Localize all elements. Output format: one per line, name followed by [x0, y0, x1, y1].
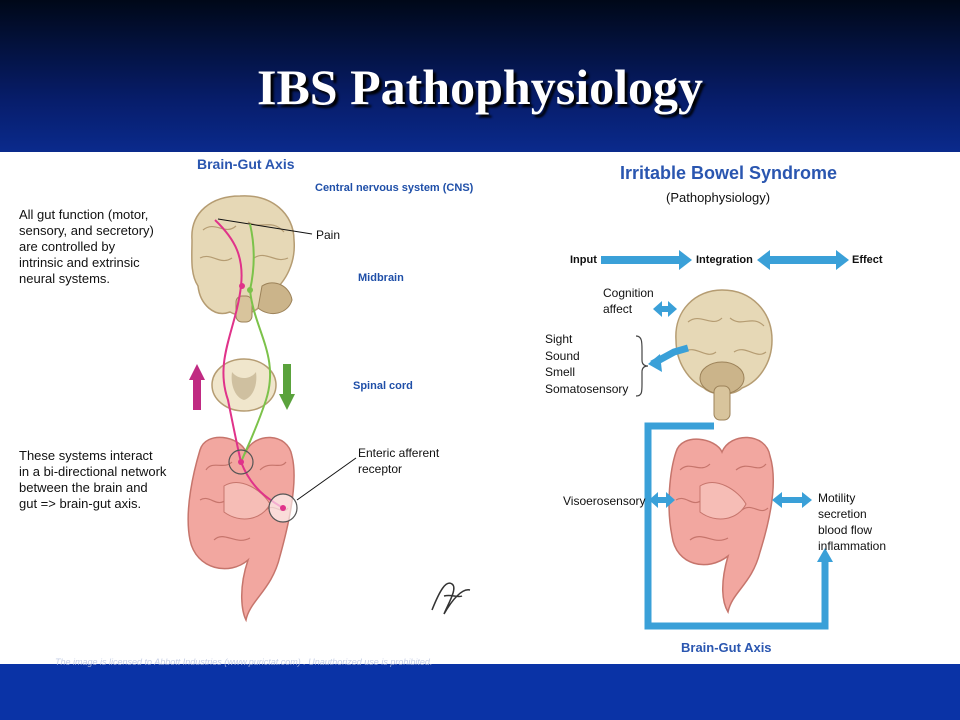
right-subheading: (Pathophysiology)	[666, 190, 771, 205]
right-colon-illustration	[668, 436, 775, 615]
descending-arrow-icon	[279, 364, 295, 410]
pain-label: Pain	[316, 228, 341, 242]
input-integration-arrow	[601, 250, 692, 270]
artist-signature	[431, 582, 471, 615]
slide-title: IBS Pathophysiology	[257, 59, 703, 115]
flow-effect-label: Effect	[852, 254, 883, 266]
brain-gut-loop	[644, 422, 829, 630]
cognition-line: Cognition	[603, 286, 654, 300]
description-line: sensory, and secretory)	[19, 223, 154, 238]
spinal-cord-label: Spinal cord	[353, 380, 413, 392]
license-watermark: The image is licensed to Abbott Industri…	[55, 657, 433, 667]
left-heading: Brain-Gut Axis	[197, 156, 295, 172]
description-line: intrinsic and extrinsic	[19, 255, 140, 270]
cognition-label: Cognition affect	[603, 285, 654, 317]
cns-label: Central nervous system (CNS)	[315, 182, 474, 194]
ascending-arrow-icon	[189, 364, 205, 410]
effects-list: Motility secretion blood flow inflammati…	[818, 490, 886, 554]
bottom-bar	[0, 664, 960, 720]
description-line: are controlled by	[19, 239, 116, 254]
integration-effect-arrow	[757, 250, 849, 270]
effect-item: secretion	[818, 507, 867, 521]
effect-item: inflammation	[818, 539, 887, 553]
pain-pointer-line	[217, 218, 313, 235]
right-brain-illustration	[675, 289, 773, 421]
sense-item: Sight	[545, 332, 573, 346]
description-block-2: These systems interact in a bi-direction…	[19, 448, 166, 512]
spinal-cord-illustration	[211, 358, 277, 412]
description-line: between the brain and	[19, 480, 148, 495]
description-line: neural systems.	[19, 271, 111, 286]
figure-panel	[0, 152, 960, 664]
senses-list: Sight Sound Smell Somatosensory	[545, 331, 628, 397]
effect-item: blood flow	[818, 523, 873, 537]
description-line: These systems interact	[19, 448, 153, 463]
enteric-pointer-line	[296, 457, 357, 501]
visceral-arrow-icon	[649, 492, 675, 508]
left-brain-illustration	[191, 195, 295, 323]
flow-input-label: Input	[570, 254, 597, 266]
enteric-label-line2: receptor	[358, 462, 403, 476]
cognition-line: affect	[603, 302, 633, 316]
visceral-label: Visoerosensory	[563, 494, 646, 508]
flow-integration-label: Integration	[696, 254, 753, 266]
effects-arrow-icon	[772, 492, 812, 508]
description-line: All gut function (motor,	[19, 207, 149, 222]
right-footer-label: Brain-Gut Axis	[681, 640, 772, 655]
cognition-arrow-icon	[653, 301, 677, 317]
description-line: gut => brain-gut axis.	[19, 496, 142, 511]
description-line: in a bi-directional network	[19, 464, 167, 479]
senses-brace	[635, 335, 649, 397]
efferent-pathway	[240, 223, 271, 463]
afferent-pathway	[214, 219, 284, 509]
receptor-circle-upper	[228, 449, 254, 475]
sense-item: Sound	[545, 348, 580, 363]
right-heading: Irritable Bowel Syndrome	[620, 163, 838, 183]
left-colon-illustration	[187, 436, 295, 623]
midbrain-label: Midbrain	[358, 272, 404, 284]
sense-item: Smell	[545, 365, 576, 379]
effect-item: Motility	[818, 491, 856, 505]
enteric-label-line1: Enteric afferent	[358, 446, 440, 460]
description-block-1: All gut function (motor, sensory, and se…	[19, 207, 154, 287]
senses-arrow-icon	[648, 354, 662, 372]
sense-item: Somatosensory	[545, 381, 629, 396]
